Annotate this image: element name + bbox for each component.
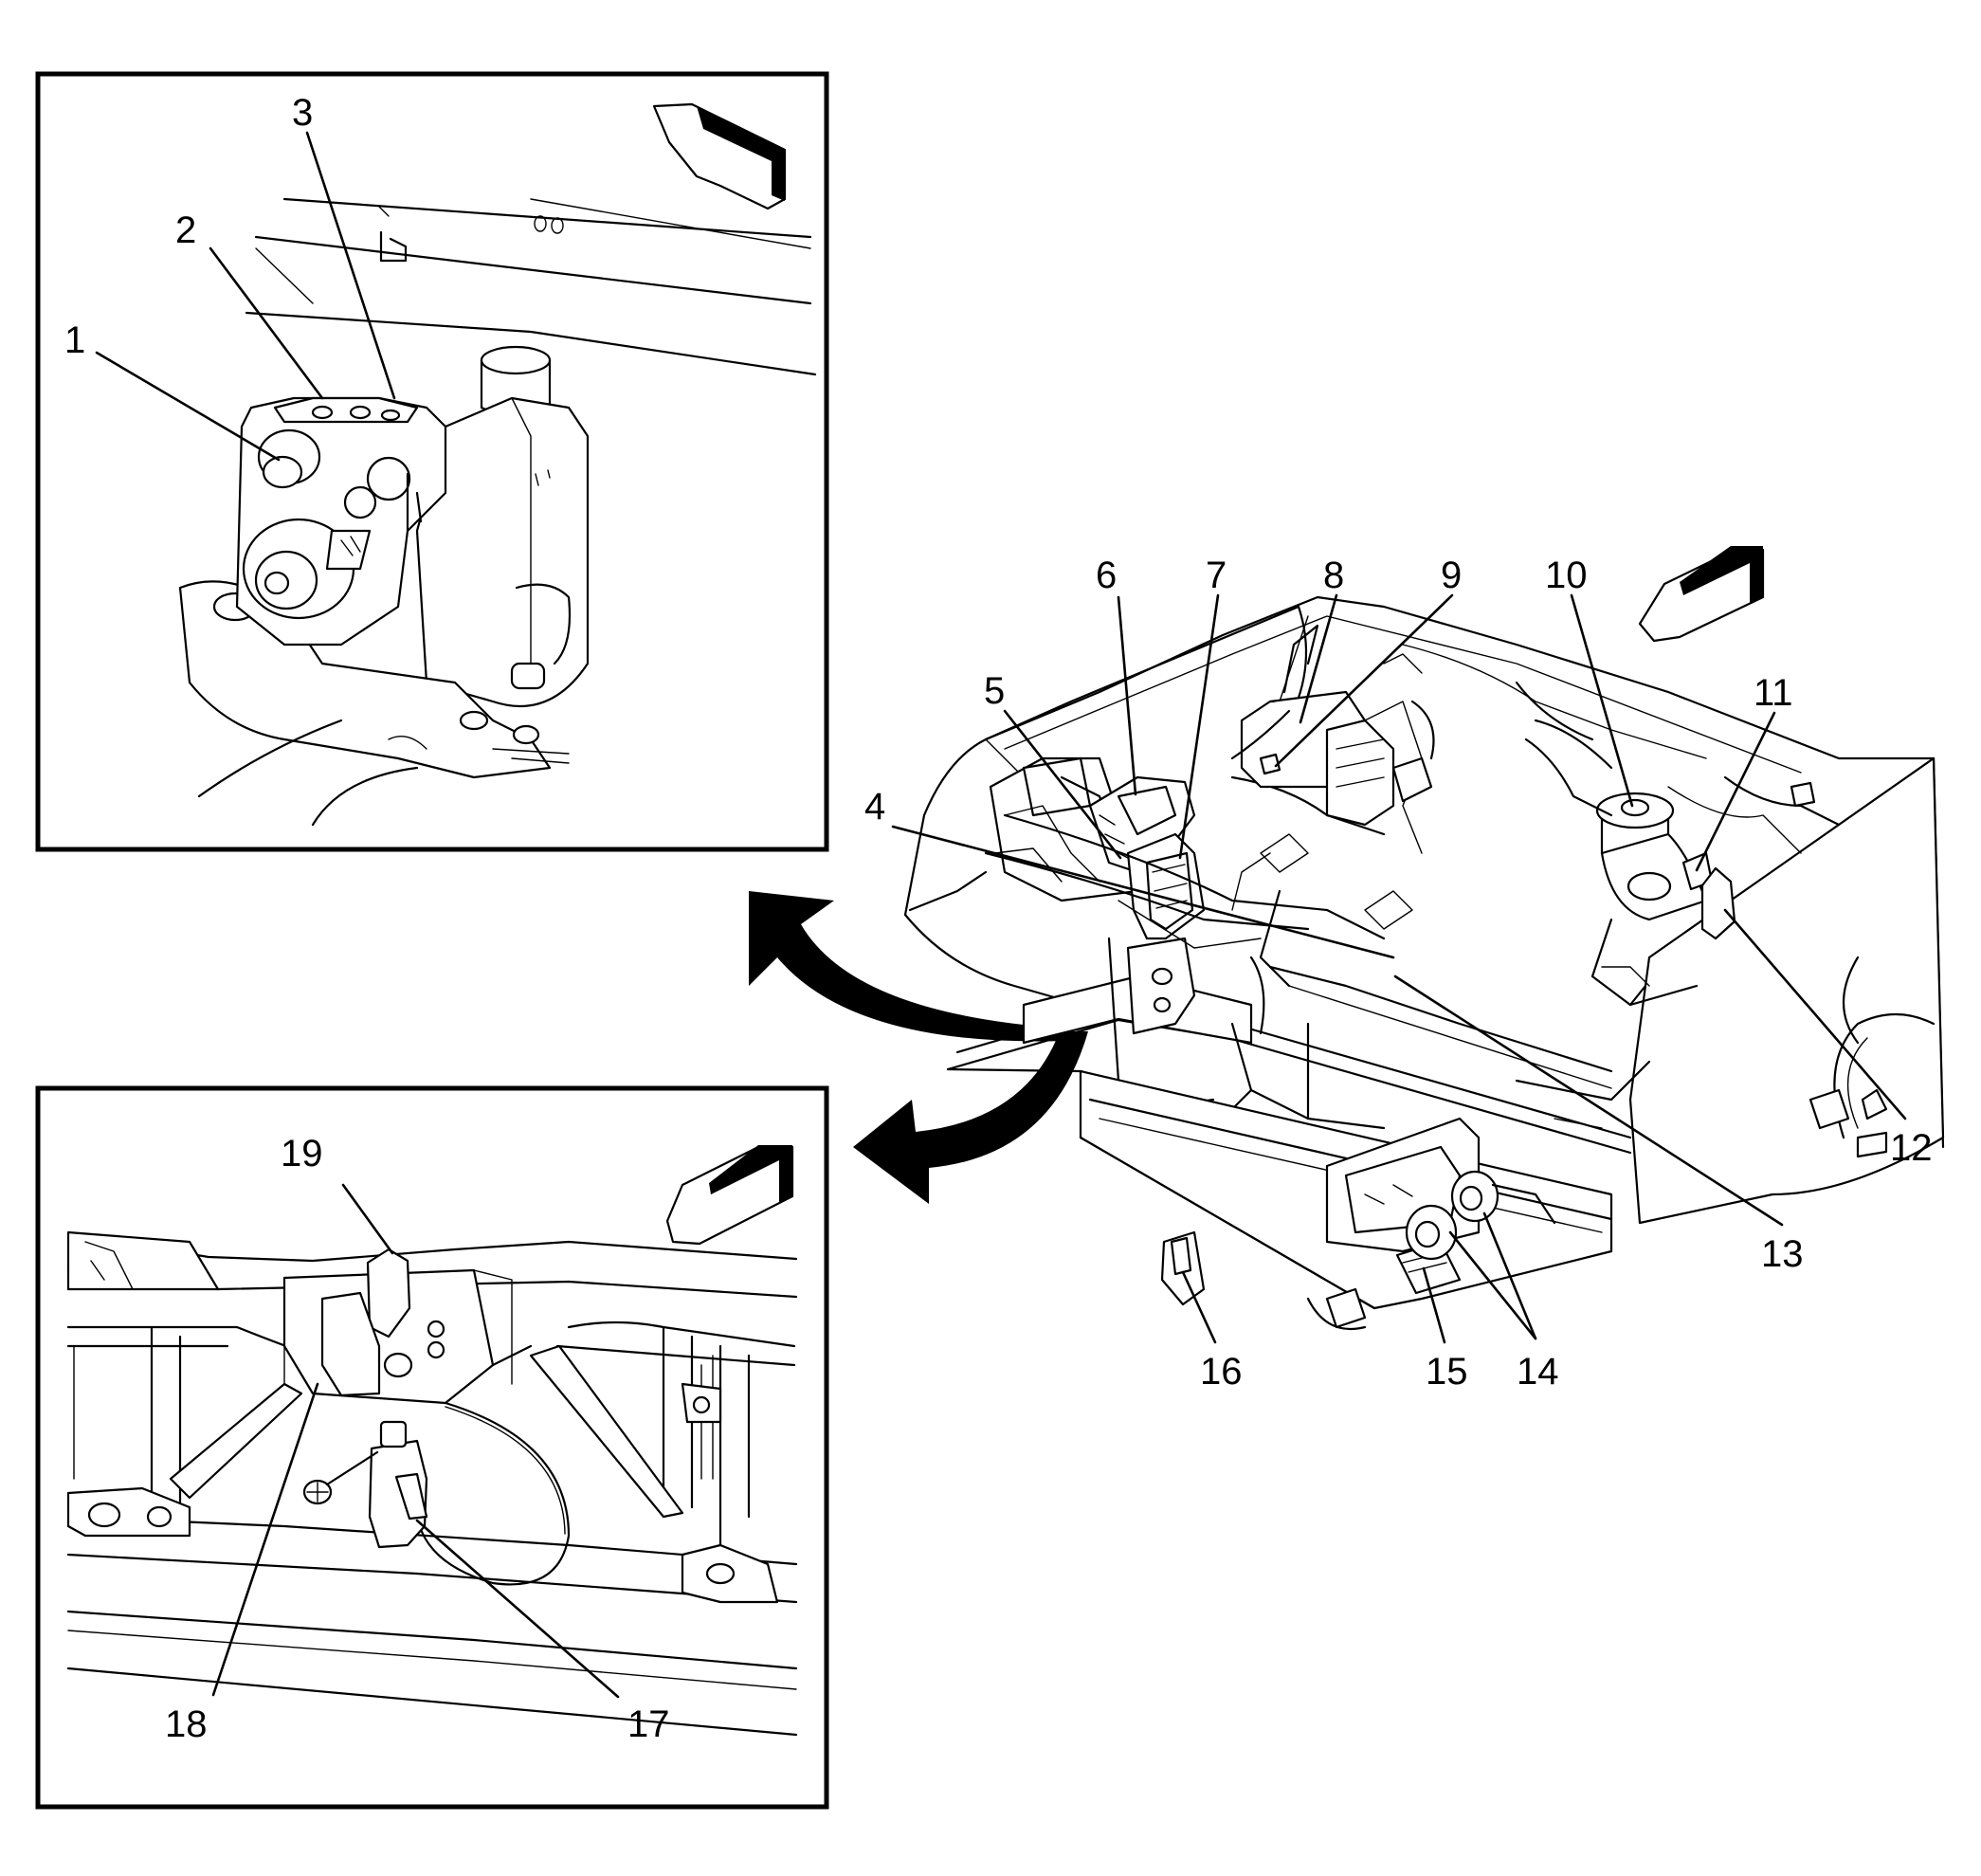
callout-18: 18 (165, 1703, 208, 1745)
callout-12: 12 (1890, 1127, 1933, 1169)
inset-bottom-left: 19 18 17 (35, 1085, 829, 1810)
direction-arrow-icon (665, 1145, 794, 1246)
callout-11: 11 (1754, 672, 1793, 714)
leader-17 (415, 1519, 620, 1699)
callout-13: 13 (1761, 1233, 1804, 1275)
callout-19: 19 (281, 1133, 323, 1175)
curved-pointer-arrow-icon (853, 1031, 1088, 1204)
direction-arrow-icon (1638, 546, 1765, 643)
direction-arrow-icon (652, 102, 787, 210)
leader-10 (1570, 593, 1634, 808)
leader-4 (891, 825, 1395, 959)
callout-8: 8 (1323, 555, 1344, 596)
module-bracket (1240, 690, 1395, 827)
curved-pointer-arrow-icon (749, 891, 1066, 1042)
callout-14: 14 (1517, 1351, 1559, 1393)
leader-9 (1274, 593, 1454, 768)
inset-top-left: 1 2 3 (35, 71, 829, 852)
leader-13 (1393, 974, 1784, 1227)
callout-4: 4 (864, 786, 885, 828)
leader-3 (305, 131, 396, 400)
callout-9: 9 (1441, 555, 1462, 596)
callout-6: 6 (1096, 555, 1117, 596)
leader-5 (1003, 709, 1122, 860)
callout-16: 16 (1200, 1351, 1243, 1393)
engine-compartment-view: 4 5 6 7 8 9 10 11 12 13 14 15 16 (864, 546, 1945, 1393)
callout-7: 7 (1206, 555, 1227, 596)
leader-7 (1178, 593, 1220, 860)
callout-5: 5 (984, 670, 1005, 712)
abs-module (235, 396, 447, 647)
horn-assembly (1325, 1117, 1556, 1295)
latch-release-handle (368, 1420, 428, 1549)
callout-17: 17 (627, 1703, 670, 1745)
leader-15 (1422, 1266, 1446, 1344)
leader-19 (341, 1183, 394, 1255)
leader-1 (95, 351, 281, 462)
leader-16 (1181, 1270, 1217, 1344)
leader-14b (1482, 1211, 1537, 1340)
tow-bracket (1160, 1230, 1206, 1306)
leader-14a (1448, 1230, 1537, 1340)
leader-12 (1723, 908, 1907, 1120)
hood-latch (282, 1248, 513, 1405)
leader-8 (1299, 593, 1338, 724)
callout-3: 3 (292, 92, 313, 134)
callout-2: 2 (175, 209, 196, 251)
leader-6 (1117, 595, 1137, 796)
callout-10: 10 (1545, 555, 1588, 596)
callout-1: 1 (64, 319, 85, 361)
leader-11 (1695, 711, 1776, 872)
leader-18 (211, 1382, 319, 1697)
callout-15: 15 (1426, 1351, 1468, 1393)
bolt (302, 1450, 379, 1505)
leader-2 (209, 246, 324, 400)
